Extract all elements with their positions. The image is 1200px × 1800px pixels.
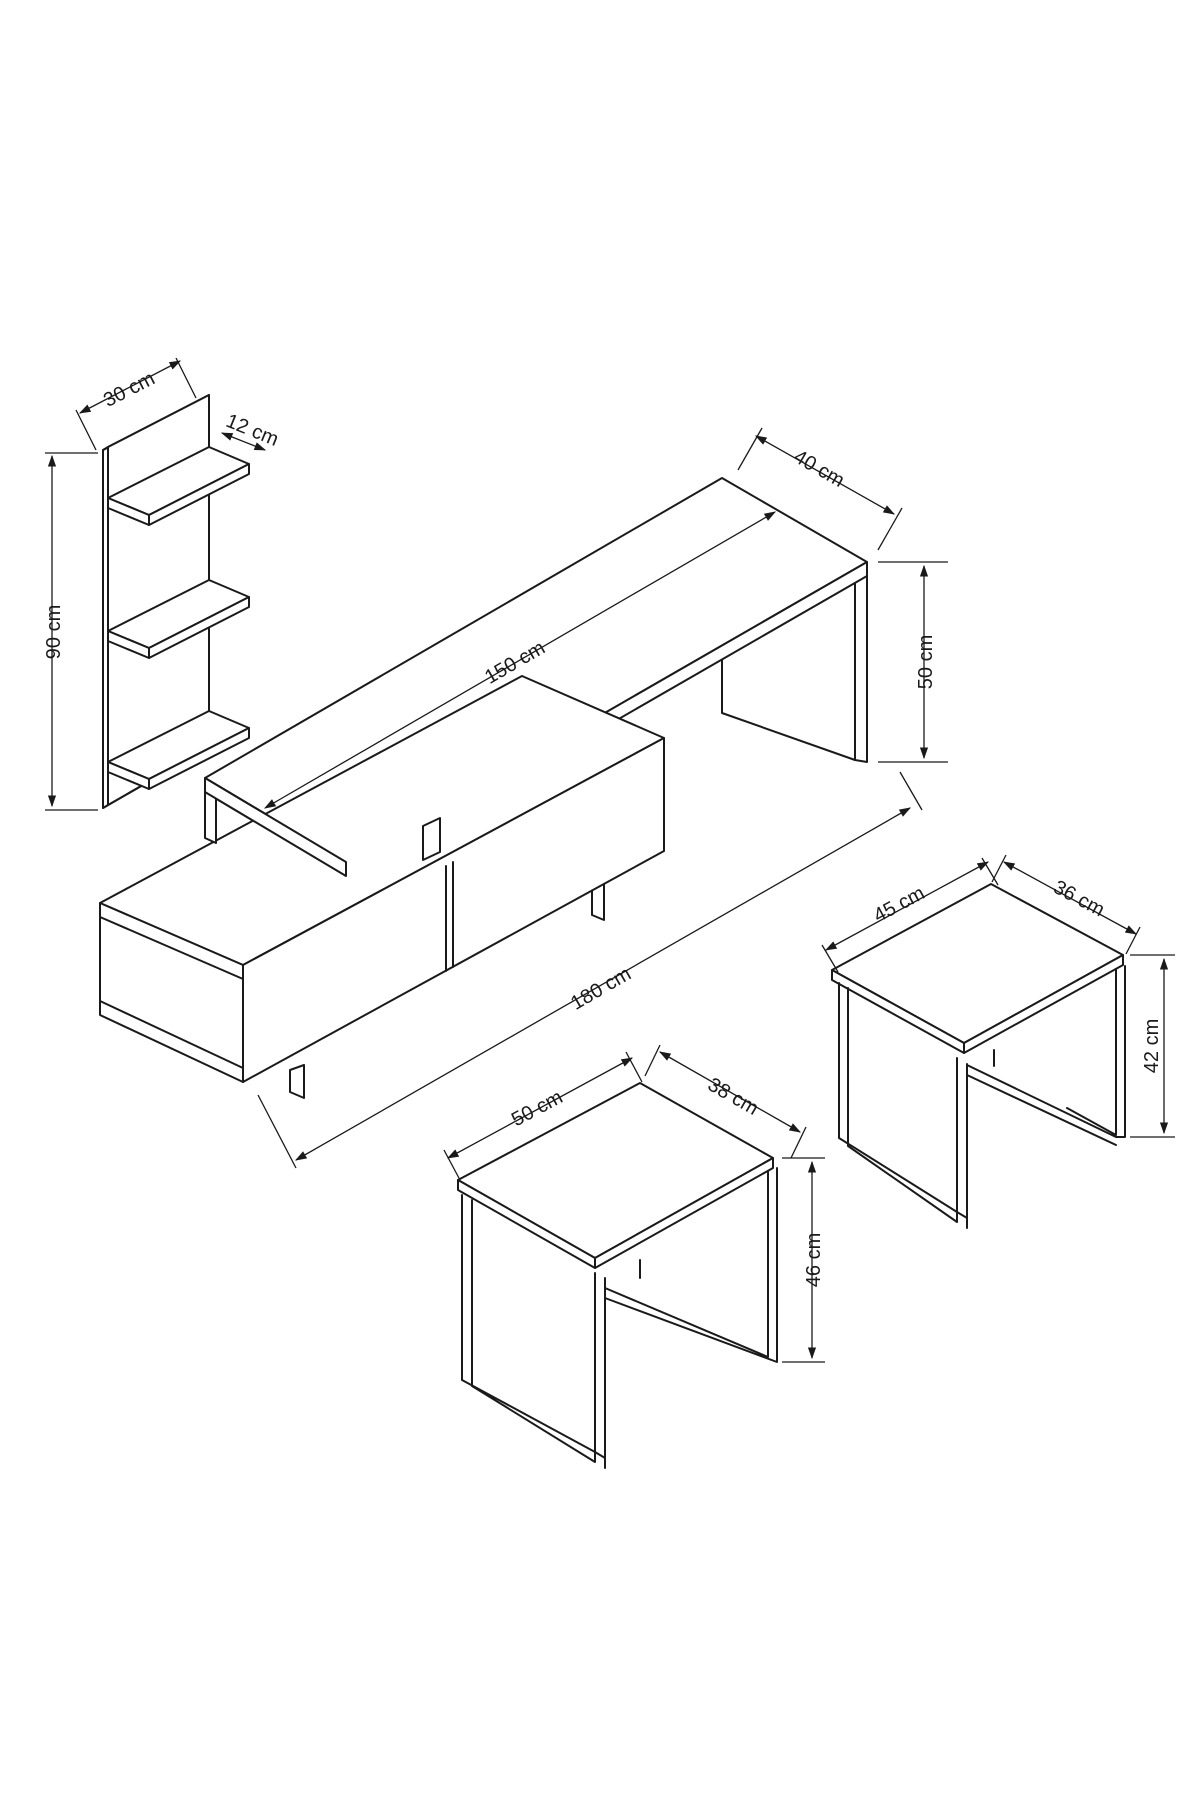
shelf-width-label: 30 cm xyxy=(100,367,159,411)
dimension-lines xyxy=(45,357,1175,1363)
large-table-depth-label: 38 cm xyxy=(704,1074,762,1120)
small-side-table xyxy=(831,883,1126,1229)
cabinet-length-label: 180 cm xyxy=(567,963,635,1015)
shelf-height-label: 90 cm xyxy=(43,605,65,659)
large-table-height-label: 46 cm xyxy=(803,1233,825,1287)
desk-height-label: 50 cm xyxy=(915,635,937,689)
small-table-depth-label: 36 cm xyxy=(1050,876,1108,921)
small-table-width-label: 45 cm xyxy=(870,882,928,927)
small-table-height-label: 42 cm xyxy=(1141,1019,1163,1073)
large-table-width-label: 50 cm xyxy=(508,1086,566,1131)
desk-depth-label: 40 cm xyxy=(790,446,848,492)
large-side-table xyxy=(457,1082,778,1469)
wall-shelf xyxy=(102,394,250,809)
